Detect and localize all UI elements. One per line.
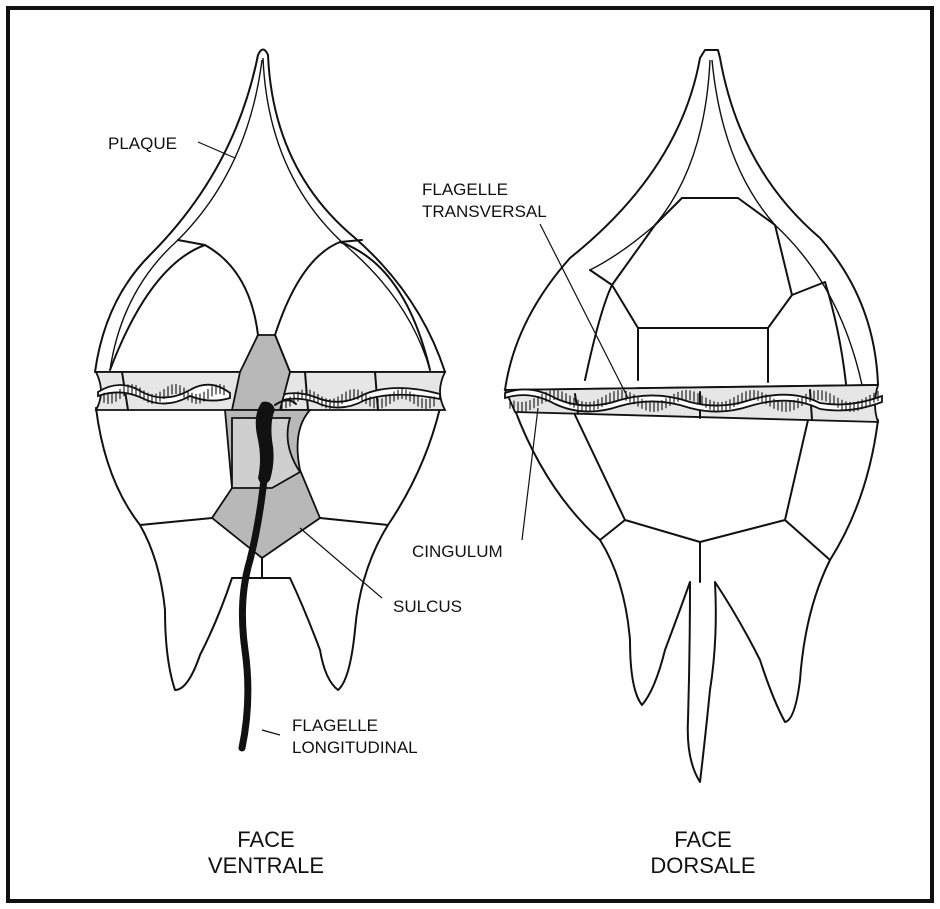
label-sulcus: SULCUS	[393, 597, 462, 616]
ventral-epitheca	[95, 50, 445, 373]
caption-ventral-2: VENTRALE	[208, 853, 324, 878]
caption-ventral-1: FACE	[237, 827, 294, 852]
label-flagelle-transversal-2: TRANSVERSAL	[422, 202, 547, 221]
label-cingulum: CINGULUM	[412, 542, 503, 561]
label-plaque: PLAQUE	[108, 134, 177, 153]
caption-dorsal-1: FACE	[674, 827, 731, 852]
caption-dorsal-2: DORSALE	[650, 853, 755, 878]
flagelle-longitudinal-leader	[262, 730, 280, 735]
dorsal-view: FLAGELLE TRANSVERSAL CINGULUM FACE DORSA…	[412, 50, 882, 878]
label-flagelle-longitudinal-2: LONGITUDINAL	[292, 738, 418, 757]
ventral-view: PLAQUE SULCUS FLAGELLE LONGITUDINAL FACE…	[95, 50, 462, 879]
dorsal-hypotheca	[515, 410, 878, 782]
label-flagelle-transversal-1: FLAGELLE	[422, 180, 508, 199]
label-flagelle-longitudinal-1: FLAGELLE	[292, 716, 378, 735]
dorsal-epitheca	[505, 50, 878, 390]
